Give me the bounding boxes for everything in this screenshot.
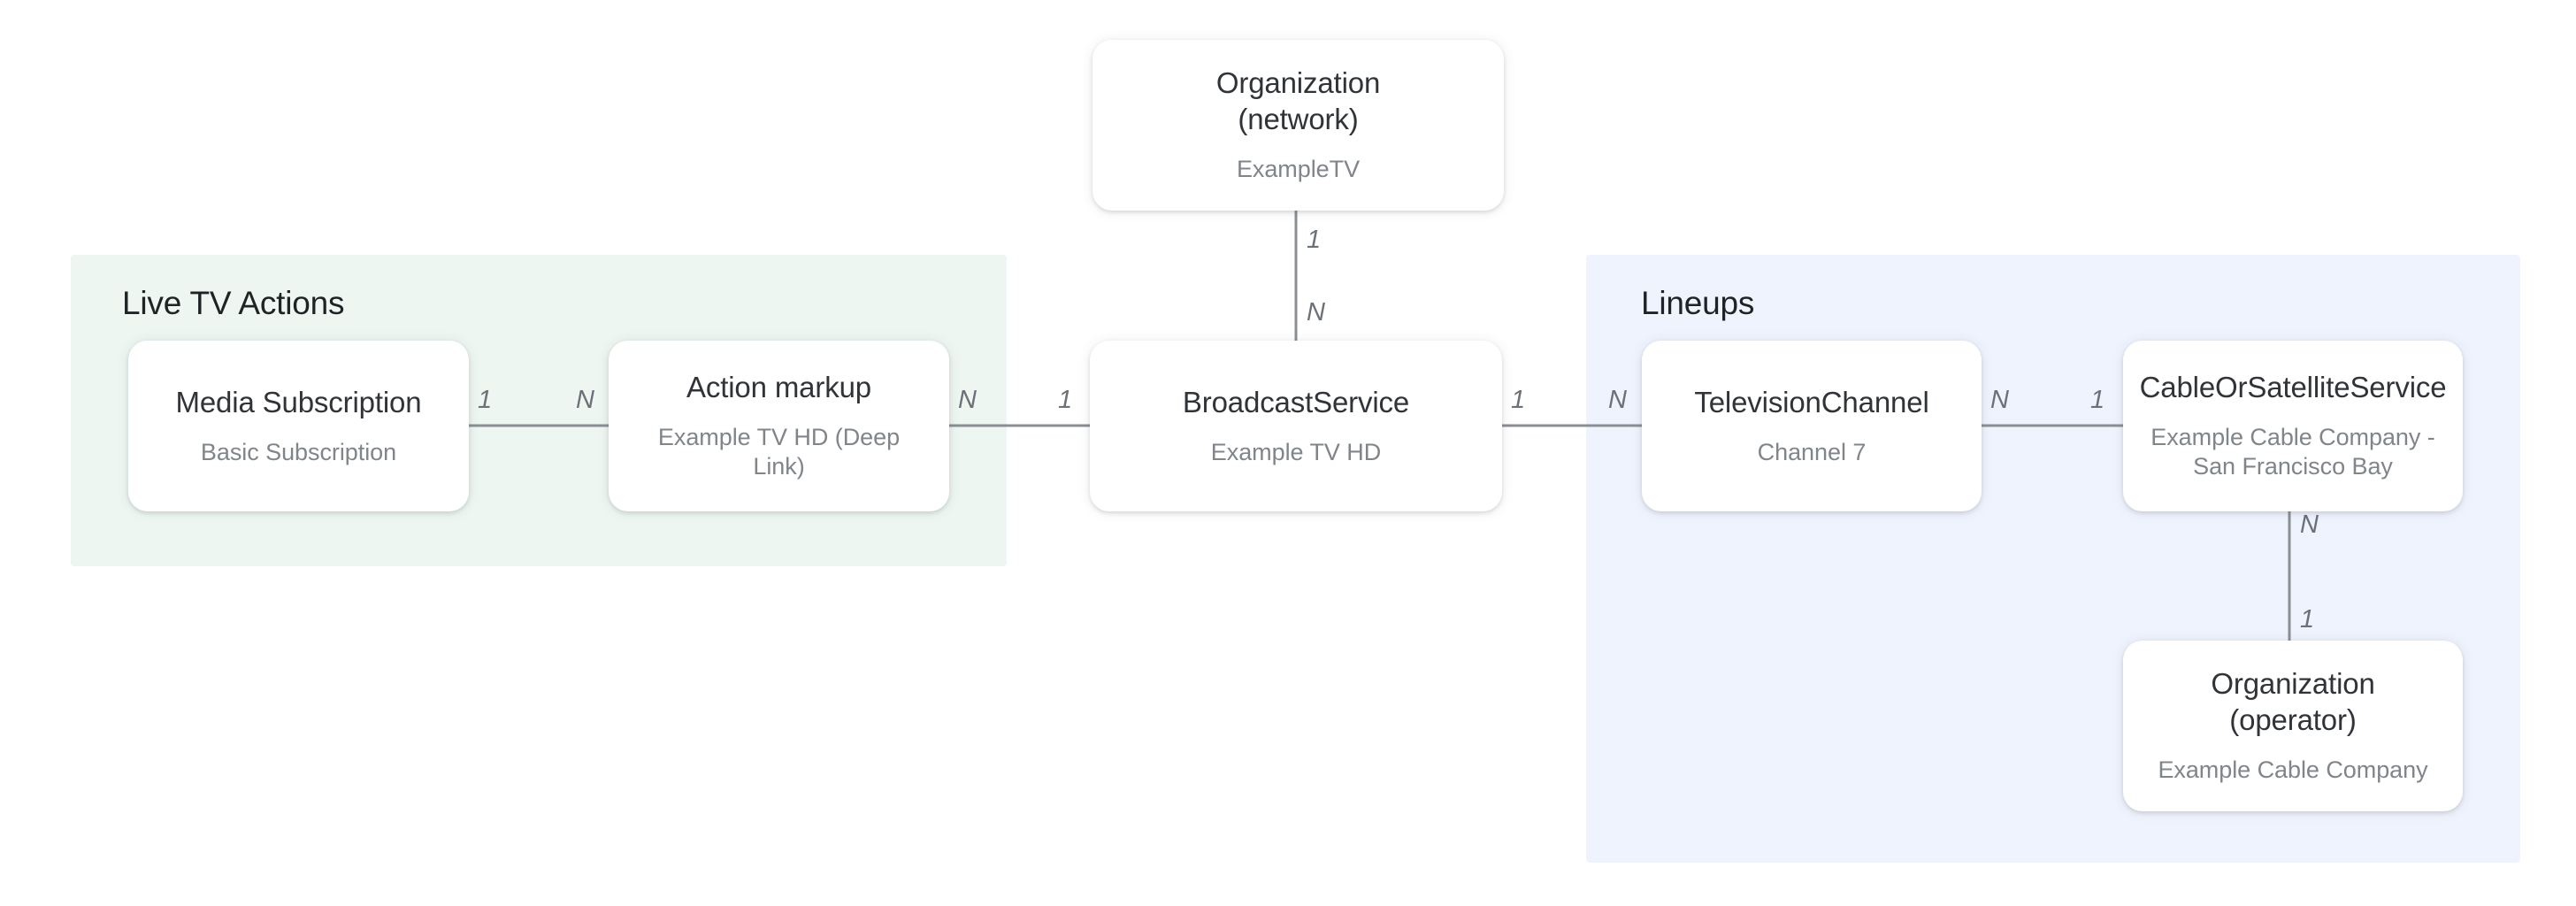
node-subtitle-organization-operator: Example Cable Company	[2158, 756, 2428, 784]
node-title-cable-or-satellite-service: CableOrSatelliteService	[2139, 371, 2447, 404]
node-card-organization-operator[interactable]: Organization (operator) Example Cable Co…	[2123, 641, 2463, 811]
edge-label-media-subscription-out: 1	[478, 386, 493, 414]
edge-label-cable-service-out-bottom: N	[2300, 511, 2319, 539]
node-title-media-subscription: Media Subscription	[175, 385, 422, 418]
node-card-broadcast-service[interactable]: BroadcastService Example TV HD	[1090, 341, 1502, 511]
node-title-broadcast-service: BroadcastService	[1182, 385, 1410, 418]
node-card-television-channel[interactable]: TelevisionChannel Channel 7	[1642, 341, 1982, 511]
edge-label-television-channel-in: N	[1608, 386, 1627, 414]
node-title-line1: Organization	[1215, 66, 1381, 100]
group-title-live-tv-actions: Live TV Actions	[122, 285, 345, 321]
node-title-line2: (network)	[1238, 103, 1359, 136]
edge-label-broadcast-service-in-left: 1	[1058, 386, 1073, 414]
edge-label-broadcast-service-in-top: N	[1307, 298, 1325, 326]
node-subtitle-cable-or-satellite-service: Example Cable Company - San Francisco Ba…	[2150, 423, 2435, 482]
edge-label-action-markup-in: N	[576, 386, 594, 414]
node-title-television-channel: TelevisionChannel	[1694, 385, 1929, 418]
node-card-media-subscription[interactable]: Media Subscription Basic Subscription	[128, 341, 469, 511]
node-subtitle-media-subscription: Basic Subscription	[200, 438, 397, 465]
node-subtitle-organization-network: ExampleTV	[1236, 156, 1361, 183]
edge-label-television-channel-out: N	[1990, 386, 2009, 414]
node-subtitle-television-channel: Channel 7	[1757, 438, 1867, 465]
node-card-cable-or-satellite-service[interactable]: CableOrSatelliteService Example Cable Co…	[2123, 341, 2463, 511]
node-subtitle-action-markup: Example TV HD (Deep Link)	[657, 423, 901, 480]
node-subtitle-line1: Example Cable Company -	[2150, 423, 2435, 450]
edge-label-organization-network-out: 1	[1307, 226, 1322, 254]
node-subtitle-line2: San Francisco Bay	[2193, 453, 2393, 480]
node-card-action-markup[interactable]: Action markup Example TV HD (Deep Link)	[609, 341, 949, 511]
node-title-organization-network: Organization (network)	[1216, 65, 1380, 138]
node-title-organization-operator: Organization (operator)	[2211, 667, 2375, 737]
edge-label-organization-operator-in: 1	[2300, 605, 2315, 633]
edge-label-cable-service-in: 1	[2090, 386, 2105, 414]
edge-label-broadcast-service-out-right: 1	[1511, 386, 1526, 414]
node-title-action-markup: Action markup	[686, 371, 871, 404]
edge-label-action-markup-out: N	[958, 386, 977, 414]
node-subtitle-broadcast-service: Example TV HD	[1210, 438, 1382, 465]
node-card-organization-network[interactable]: Organization (network) ExampleTV	[1092, 40, 1504, 211]
group-title-lineups: Lineups	[1641, 285, 1755, 321]
